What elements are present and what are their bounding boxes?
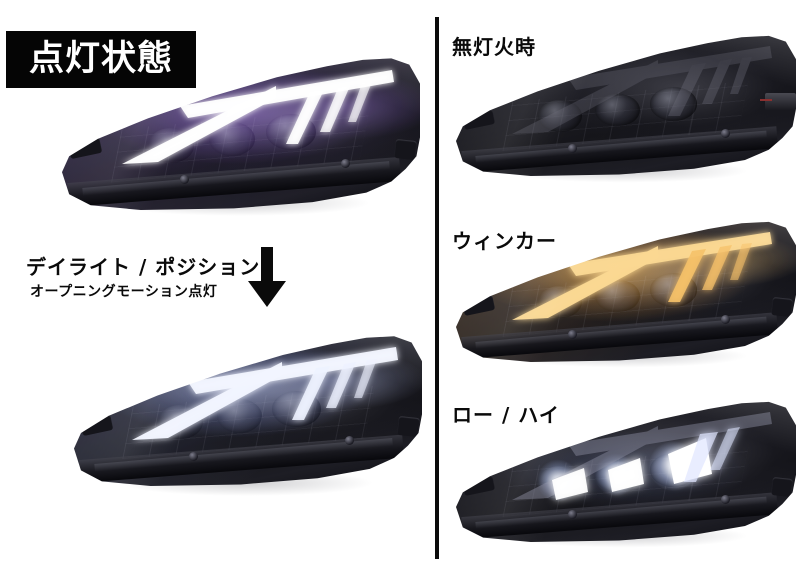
headlight-housing: [456, 401, 796, 542]
projector-lens-1: [537, 100, 582, 133]
page-title: 点灯状態: [28, 39, 173, 79]
bolt-head: [188, 451, 198, 461]
bolt-head: [341, 159, 351, 169]
arrow-head: [248, 281, 286, 307]
bolt-head: [345, 436, 355, 446]
connector-wire: [759, 98, 773, 101]
bolt-head: [721, 129, 731, 139]
column-divider: [435, 17, 439, 559]
bolt-head: [180, 175, 190, 185]
headlight-housing: [74, 336, 422, 486]
headlight-housing: [456, 221, 796, 362]
bolt-head: [568, 143, 578, 153]
headlight-lights-off: [456, 30, 796, 176]
mounting-lug-top: [557, 424, 580, 441]
mounting-lug-right: [771, 296, 794, 317]
title-plate: 点灯状態: [6, 31, 196, 88]
projector-lens-3: [649, 86, 698, 121]
caption-low-high-beam: ロー / ハイ: [452, 403, 560, 427]
bolt-head: [568, 329, 578, 339]
mounting-lug-top: [168, 83, 192, 100]
bolt-head: [721, 495, 731, 505]
caption-opening-motion: オープニングモーション点灯: [30, 284, 218, 300]
caption-daylight-position: デイライト / ポジション: [26, 255, 261, 279]
mounting-lug-top: [557, 244, 580, 261]
headlight-purple-opening-motion: [62, 52, 420, 210]
headlight-turn-signal: [456, 216, 796, 362]
headlight-housing: [456, 35, 796, 176]
mounting-lug-right: [771, 476, 794, 497]
mounting-lug-right: [394, 139, 418, 161]
mounting-lug-top: [557, 58, 580, 75]
down-arrow-icon: [248, 247, 286, 307]
headlight-daylight-position: [74, 330, 422, 486]
caption-lights-off: 無灯火時: [452, 35, 536, 59]
mounting-lug-right: [396, 416, 420, 438]
projector-lens-2: [595, 94, 640, 127]
arrow-shaft: [261, 247, 273, 287]
bolt-head: [721, 315, 731, 325]
mounting-lug-top: [177, 360, 201, 378]
headlight-housing: [62, 58, 420, 210]
bolt-head: [568, 509, 578, 519]
headlight-low-high-beam: [456, 396, 796, 542]
wiring-connector: [759, 92, 796, 111]
